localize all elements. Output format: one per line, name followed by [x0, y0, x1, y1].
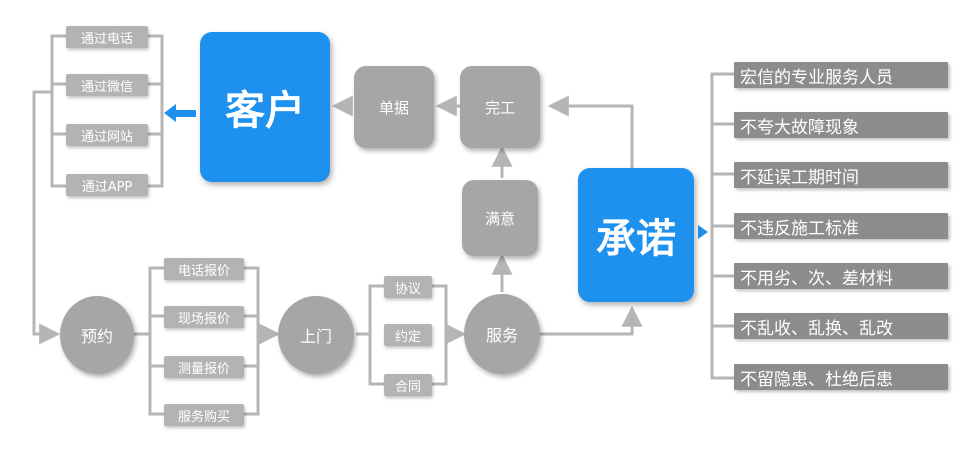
finish-node: 完工 — [460, 66, 540, 148]
channel-app: 通过APP — [66, 174, 148, 196]
customer-node: 客户 — [200, 32, 330, 182]
contract-bracket-right — [432, 284, 448, 386]
quote-onsite: 现场报价 — [164, 306, 244, 328]
receipt-node: 单据 — [354, 66, 434, 148]
contract-arrangement: 约定 — [384, 324, 432, 346]
quote-bracket-left — [148, 266, 164, 416]
contract-contract: 合同 — [384, 374, 432, 396]
contract-bracket-left — [368, 284, 384, 386]
channel-wechat: 通过微信 — [66, 74, 148, 96]
promise-item: 宏信的专业服务人员 — [734, 62, 948, 88]
satisfied-node: 满意 — [462, 180, 538, 256]
quote-purchase: 服务购买 — [164, 404, 244, 426]
appointment-node: 预约 — [60, 296, 134, 374]
channel-bracket-left — [50, 34, 66, 188]
promise-item: 不留隐患、杜绝后患 — [734, 364, 948, 390]
left-trunk — [32, 90, 61, 345]
promise-node: 承诺 — [578, 168, 694, 302]
promise-item: 不延误工期时间 — [734, 162, 948, 188]
channel-bracket-right — [148, 34, 164, 188]
channel-website: 通过网站 — [66, 124, 148, 146]
promise-item: 不用劣、次、差材料 — [734, 263, 948, 289]
quote-phone: 电话报价 — [164, 258, 244, 280]
customer-arrow — [164, 104, 176, 122]
visit-node: 上门 — [278, 296, 354, 374]
channel-phone: 通过电话 — [66, 26, 148, 48]
promise-arrow — [698, 225, 708, 239]
promise-item: 不夸大故障现象 — [734, 112, 948, 138]
service-to-promise — [540, 305, 643, 336]
contract-agreement: 协议 — [384, 276, 432, 298]
promise-to-finish — [547, 95, 634, 172]
quote-measure: 测量报价 — [164, 356, 244, 378]
promise-item: 不违反施工标准 — [734, 213, 948, 239]
promise-item: 不乱收、乱换、乱改 — [734, 313, 948, 339]
quote-bracket-right — [244, 266, 260, 416]
service-node: 服务 — [464, 294, 540, 374]
